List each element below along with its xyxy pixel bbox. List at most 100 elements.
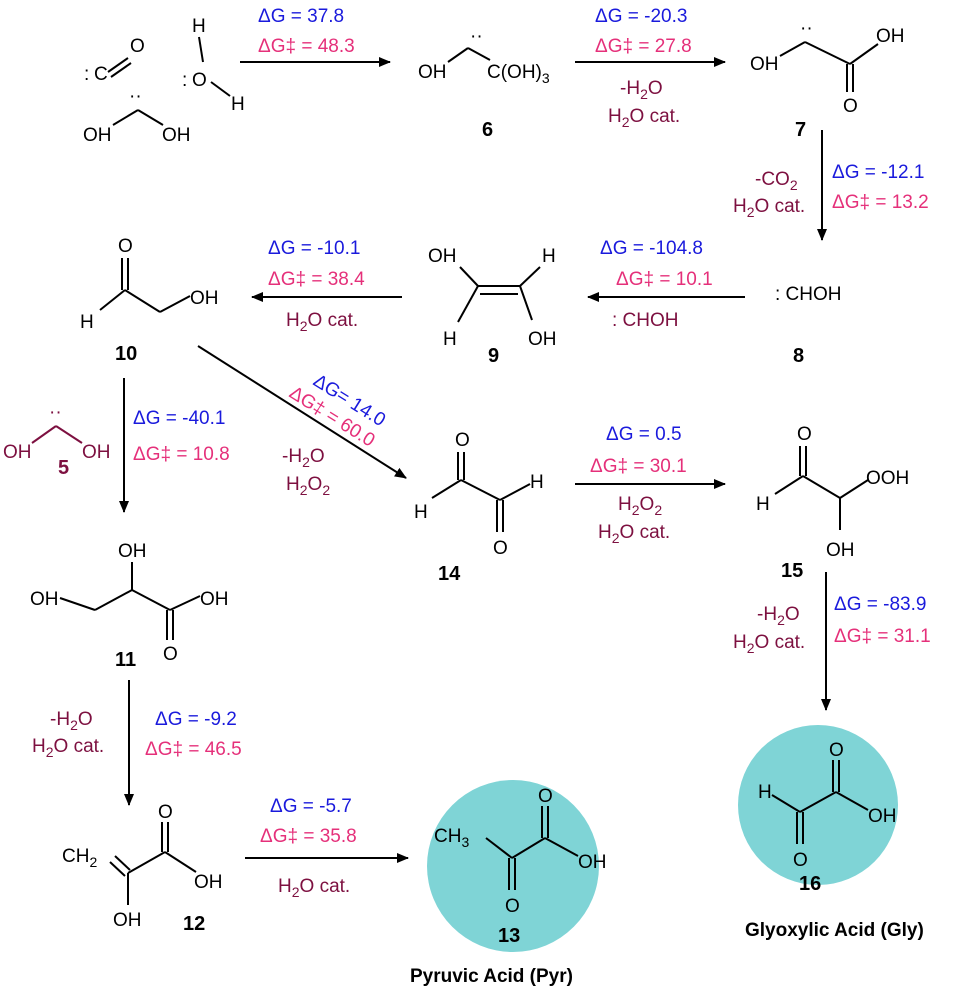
- c13-ch3: CH3: [434, 826, 469, 850]
- step5-dgts: ΔG‡ = 38.4: [268, 269, 365, 290]
- water-oxygen: O: [192, 70, 207, 91]
- c15-label: 15: [781, 560, 803, 582]
- carbene-dots: ··: [129, 86, 142, 107]
- c10-label: 10: [115, 343, 137, 365]
- step2-dgts: ΔG‡ = 27.8: [595, 36, 692, 57]
- step3-dg: ΔG = -12.1: [832, 162, 924, 183]
- step2-dg: ΔG = -20.3: [595, 6, 687, 27]
- step11-dgts: ΔG‡ = 35.8: [260, 826, 357, 847]
- co-carbon: C: [94, 64, 108, 85]
- c14-o-bottom: O: [493, 538, 508, 559]
- c10-o: O: [118, 236, 133, 257]
- glyoxylic-acid-highlight: [738, 725, 898, 885]
- pyruvic-acid-highlight: [427, 780, 599, 952]
- step3-cond1: -CO2: [755, 169, 798, 193]
- step3-cond2: H2O cat.: [733, 196, 805, 220]
- compound-9: OH H H OH 9: [428, 246, 557, 367]
- step9-cond2: H2O cat.: [733, 632, 805, 656]
- c6-coh: C(OH)3: [487, 62, 550, 86]
- c16-keto-o: O: [793, 850, 808, 871]
- c12-ch2: CH2: [62, 846, 97, 870]
- c16-oh: OH: [868, 806, 897, 827]
- c16-label: 16: [799, 873, 821, 895]
- c10-oh: OH: [190, 288, 219, 309]
- compound-11: OH OH OH O 11: [30, 541, 229, 671]
- c7-oh-right: OH: [876, 26, 905, 47]
- c12-oh-bottom: OH: [113, 910, 142, 931]
- step8-cond1: H2O2: [618, 494, 662, 518]
- co-oxygen: O: [130, 36, 145, 57]
- c14-h-right: H: [530, 472, 544, 493]
- compound-6: OH ·· C(OH)3 6: [418, 26, 550, 141]
- step11-dg: ΔG = -5.7: [270, 796, 352, 817]
- step2-cond1: -H2O: [620, 78, 663, 102]
- c5-label: 5: [58, 457, 69, 479]
- c9-h-top: H: [542, 246, 556, 267]
- c11-oh-right: OH: [200, 589, 229, 610]
- c7-oh-left: OH: [750, 54, 779, 75]
- c12-oh-right: OH: [194, 872, 223, 893]
- step4-dgts: ΔG‡ = 10.1: [616, 269, 713, 290]
- c11-oh-top: OH: [118, 541, 147, 562]
- step11-cond: H2O cat.: [278, 876, 350, 900]
- c13-acid-o: O: [538, 786, 553, 807]
- c6-dots: ··: [470, 26, 483, 47]
- c9-oh-bottom: OH: [528, 329, 557, 350]
- c14-h-left: H: [414, 502, 428, 523]
- step8-cond2: H2O cat.: [598, 522, 670, 546]
- c16-acid-o: O: [829, 740, 844, 761]
- step9-cond1: -H2O: [757, 604, 800, 628]
- c7-dots: ··: [800, 18, 813, 39]
- step6-cond1: -H2O: [282, 446, 325, 470]
- step3-dgts: ΔG‡ = 13.2: [832, 192, 929, 213]
- c13-oh: OH: [578, 852, 607, 873]
- compound-13: CH3 O O OH 13: [434, 786, 607, 947]
- dihydroxycarbene-oh-left: OH: [83, 125, 112, 146]
- c8-formula: : CHOH: [775, 284, 842, 305]
- c11-label: 11: [115, 649, 136, 671]
- reactants: : C O H : O H OH ·· OH: [83, 16, 245, 146]
- compound-15: O H OOH OH 15: [756, 424, 909, 582]
- step9-dg: ΔG = -83.9: [834, 594, 926, 615]
- c8-label: 8: [793, 345, 804, 367]
- pyruvic-acid-name: Pyruvic Acid (Pyr): [410, 966, 573, 987]
- c15-oh: OH: [826, 540, 855, 561]
- step7-dg: ΔG = -40.1: [133, 408, 225, 429]
- step8-dgts: ΔG‡ = 30.1: [590, 456, 687, 477]
- compound-16: H O O OH 16: [758, 740, 897, 895]
- step1-dgts: ΔG‡ = 48.3: [258, 36, 355, 57]
- water-h-top: H: [192, 16, 206, 37]
- glyoxylic-acid-name: Glyoxylic Acid (Gly): [745, 920, 924, 941]
- c9-label: 9: [488, 345, 499, 367]
- c9-h-bottom: H: [443, 329, 457, 350]
- c15-o: O: [797, 424, 812, 445]
- compound-7: OH ·· OH O 7: [750, 18, 905, 141]
- co-carbene-dots: :: [84, 64, 89, 85]
- step8-dg: ΔG = 0.5: [606, 424, 682, 445]
- c14-label: 14: [438, 563, 461, 585]
- c5-dots: ··: [49, 402, 62, 423]
- c11-oh-left: OH: [30, 589, 59, 610]
- c13-label: 13: [498, 925, 520, 947]
- step1-dg: ΔG = 37.8: [258, 6, 344, 27]
- step2-cond2: H2O cat.: [608, 106, 680, 130]
- step5-dg: ΔG = -10.1: [268, 238, 360, 259]
- step7-dgts: ΔG‡ = 10.8: [133, 444, 230, 465]
- c7-label: 7: [795, 119, 806, 141]
- step10-dgts: ΔG‡ = 46.5: [145, 739, 242, 760]
- c12-carbonyl-o: O: [158, 802, 173, 823]
- c6-label: 6: [482, 119, 493, 141]
- step5-cond: H2O cat.: [286, 310, 358, 334]
- compound-10: O H OH 10: [80, 236, 219, 365]
- arrow-step-6: [197, 345, 407, 479]
- c7-carbonyl-o: O: [843, 96, 858, 117]
- step9-dgts: ΔG‡ = 31.1: [834, 626, 931, 647]
- c11-carbonyl-o: O: [163, 644, 178, 665]
- compound-5: OH ·· OH 5: [3, 402, 111, 479]
- step10-cond1: -H2O: [50, 709, 93, 733]
- c10-h: H: [80, 312, 94, 333]
- c13-keto-o: O: [505, 896, 520, 917]
- c12-label: 12: [183, 913, 205, 935]
- water-lone-pair: :: [182, 70, 187, 91]
